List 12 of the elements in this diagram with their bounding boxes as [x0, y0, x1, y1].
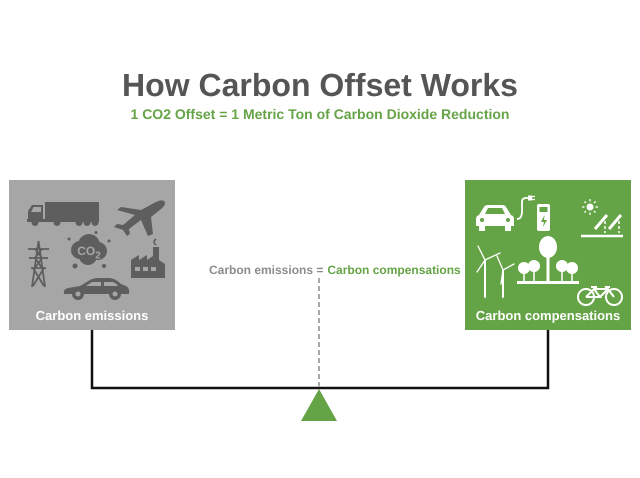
panel-caption: Carbon emissions — [36, 308, 148, 324]
emissions-panel — [9, 180, 175, 330]
compensations-panel — [465, 180, 631, 330]
title: How Carbon Offset Works — [122, 66, 518, 104]
scale-beam — [90, 330, 550, 390]
subtitle: 1 CO2 Offset = 1 Metric Ton of Carbon Dioxide Reduction — [130, 106, 510, 122]
co2-label: CO$_{2}$ — [77, 244, 101, 264]
fulcrum-triangle — [301, 389, 337, 421]
panel-caption: Carbon compensations — [476, 308, 620, 324]
equation-right-text: Carbon compensations — [327, 263, 461, 277]
equation-left-text: Carbon emissions = — [209, 263, 324, 277]
dashed-line — [318, 278, 320, 389]
